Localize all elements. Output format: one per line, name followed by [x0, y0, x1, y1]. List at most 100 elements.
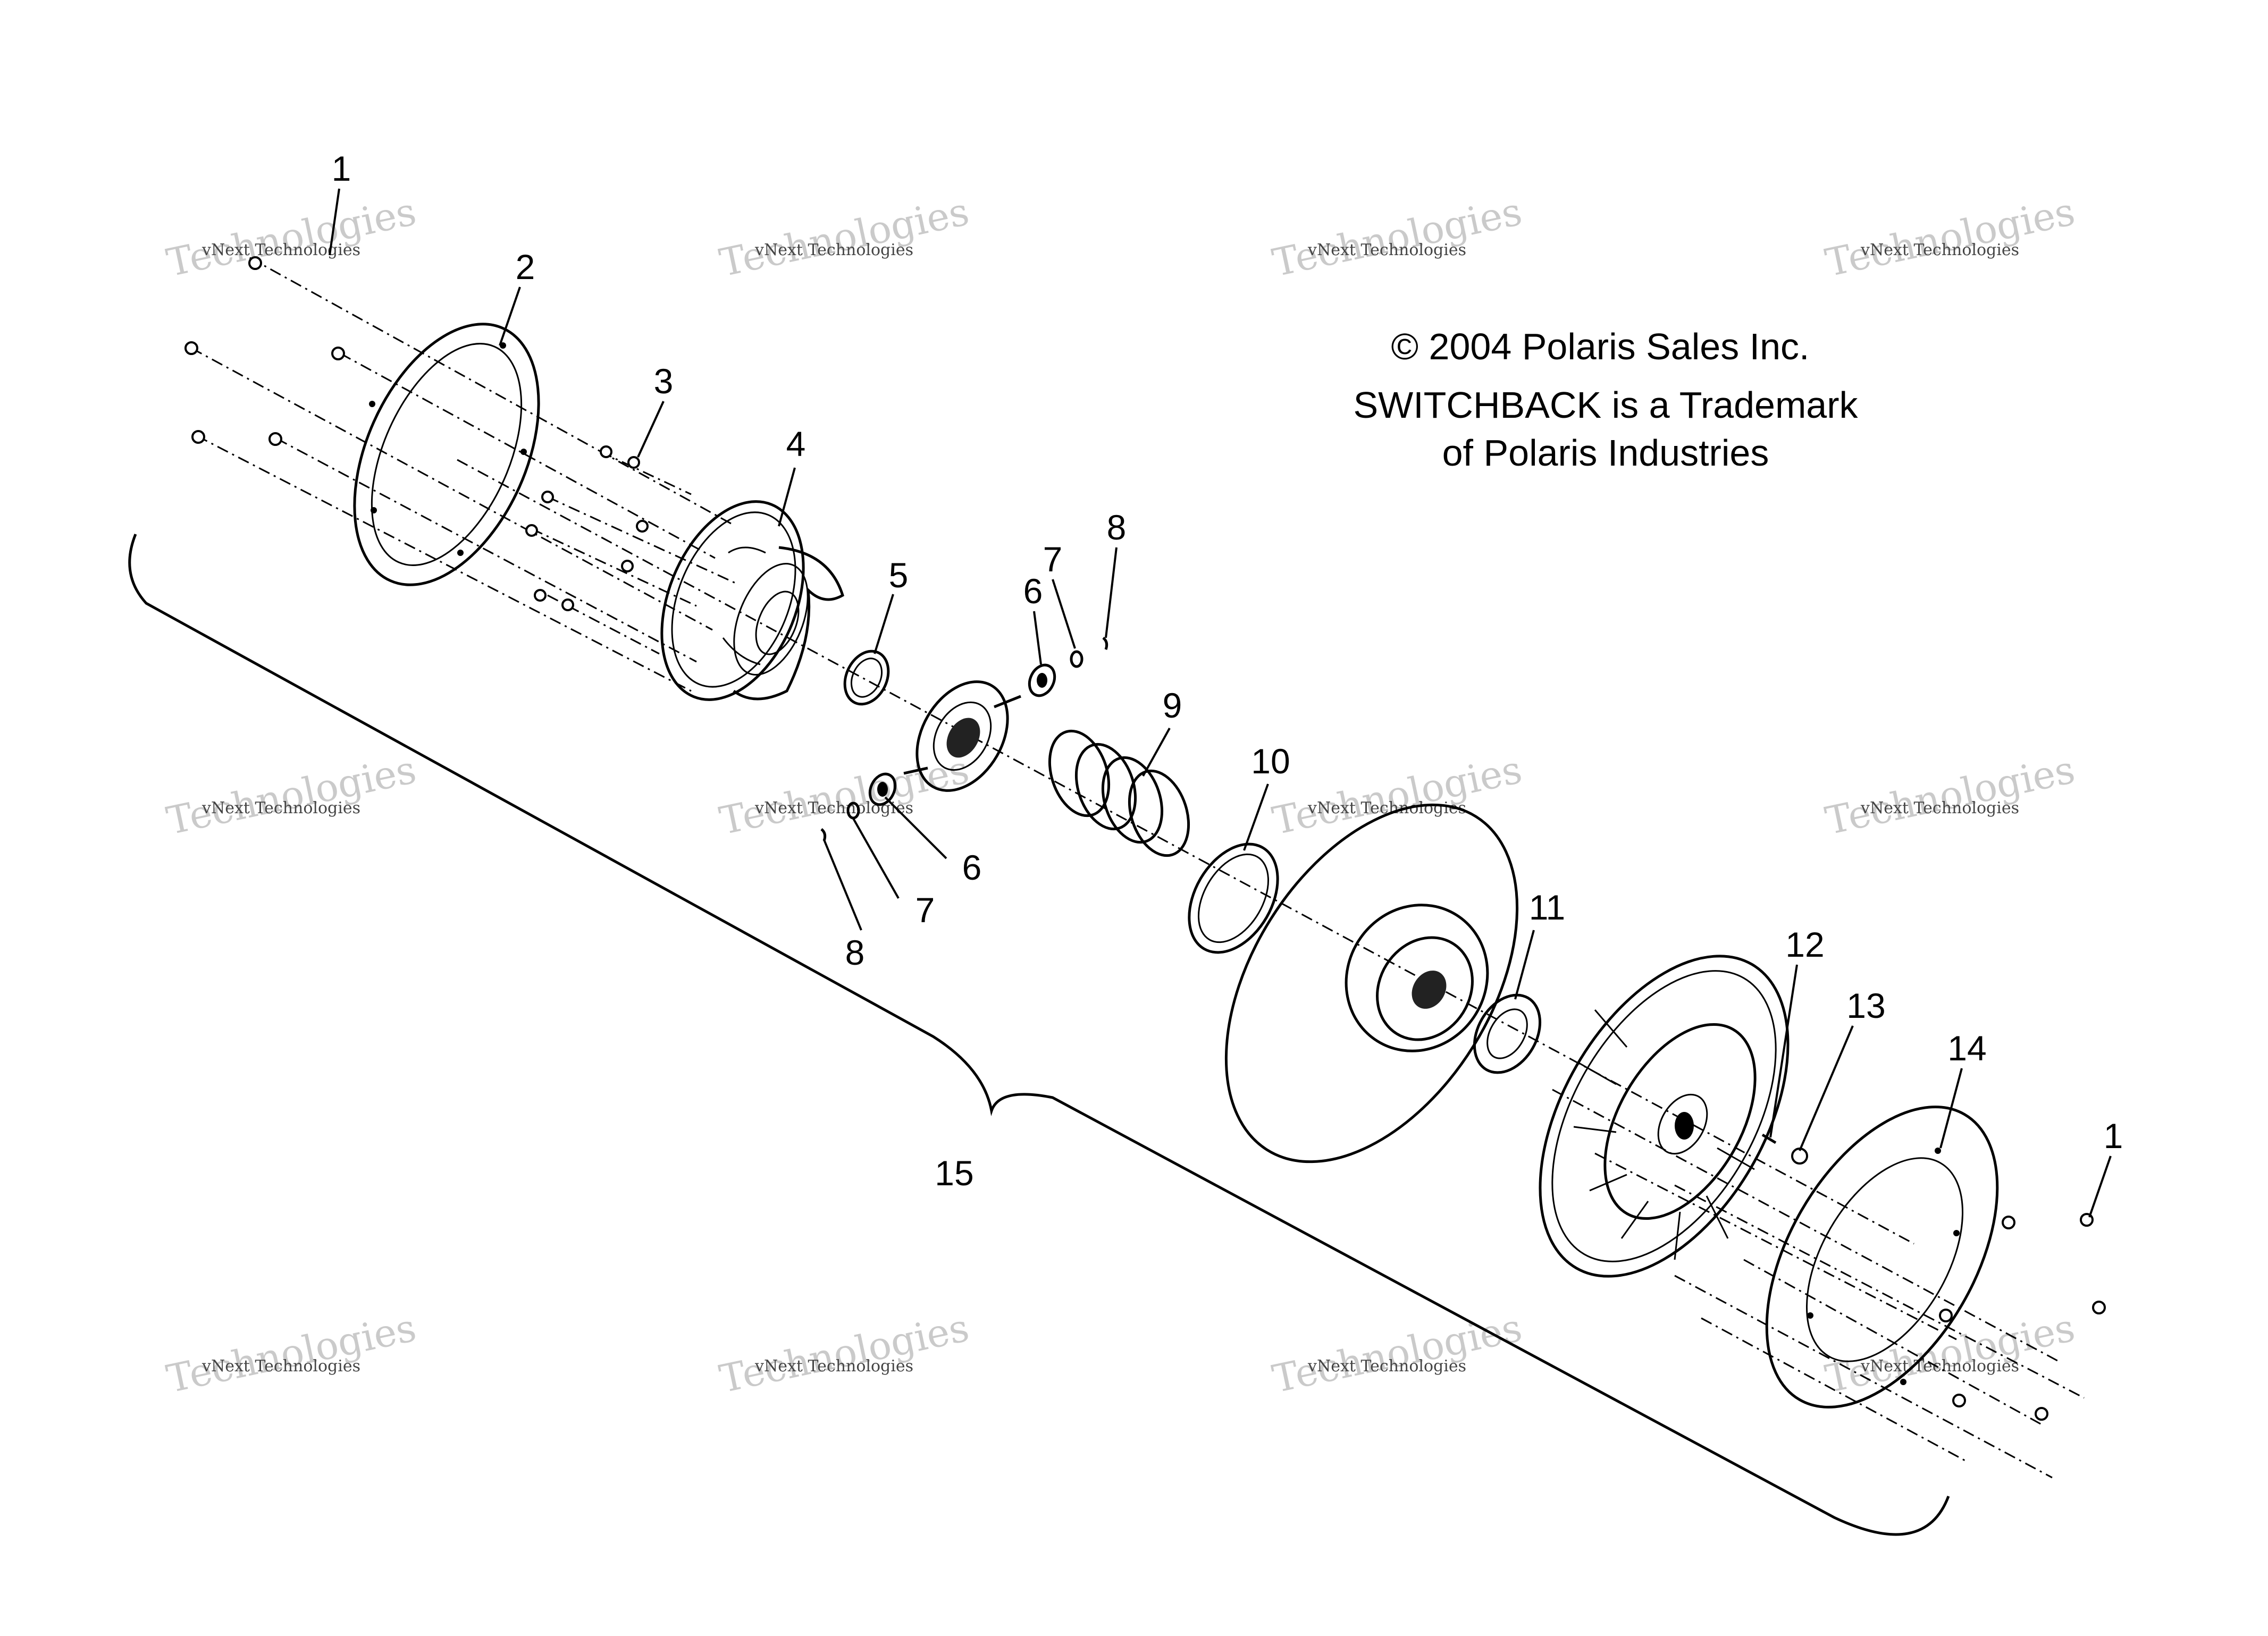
screw — [561, 598, 574, 611]
svg-text:vNext Technologies: vNext Technologies — [201, 799, 360, 817]
watermark: Technologies vNext Technologies — [1269, 747, 1526, 843]
svg-text:Technologies: Technologies — [716, 1305, 973, 1401]
bolt — [2002, 1216, 2015, 1229]
bolt — [268, 432, 282, 446]
callout-3: 3 — [654, 361, 674, 401]
callout-15: 15 — [935, 1153, 973, 1193]
movable-sheave — [1224, 803, 1519, 1163]
bolt — [248, 256, 262, 270]
cover-ring-right — [1765, 1106, 1999, 1409]
thrust-washer — [1473, 993, 1542, 1074]
spring — [1048, 729, 1190, 857]
callout-5: 5 — [889, 555, 909, 595]
watermark: Technologies vNext Technologies — [716, 747, 973, 843]
screw — [525, 524, 538, 537]
callouts: 1 2 3 4 5 6 7 8 9 10 6 7 8 11 12 13 14 1… — [332, 149, 2123, 1193]
callout-12: 12 — [1785, 925, 1824, 964]
watermark: Technologies vNext Technologies — [1269, 1305, 1526, 1401]
svg-text:Technologies: Technologies — [1269, 189, 1526, 285]
bolt — [331, 347, 345, 360]
clip-lower — [820, 828, 827, 841]
svg-text:Technologies: Technologies — [716, 747, 973, 843]
watermarks: Technologies vNext Technologies Technolo… — [163, 189, 2079, 1401]
clutch-housing — [660, 500, 844, 701]
callout-9: 9 — [1163, 686, 1182, 725]
screws-housing — [525, 445, 649, 611]
bolt — [2092, 1301, 2106, 1314]
svg-text:Technologies: Technologies — [163, 189, 420, 285]
copyright-text: © 2004 Polaris Sales Inc. — [1391, 326, 1810, 367]
roller-upper — [1028, 663, 1056, 697]
svg-text:vNext Technologies: vNext Technologies — [1860, 1357, 2019, 1376]
svg-text:vNext Technologies: vNext Technologies — [1860, 799, 2019, 817]
callout-8: 8 — [1107, 508, 1127, 547]
bolt — [184, 341, 198, 355]
screw — [627, 456, 640, 469]
seal-ring — [1188, 842, 1279, 954]
callout-10: 10 — [1251, 741, 1290, 781]
svg-text:Technologies: Technologies — [716, 189, 973, 285]
bolt — [191, 430, 205, 444]
screw — [600, 445, 612, 458]
bolts-right — [1939, 1213, 2106, 1421]
bolt — [2035, 1407, 2048, 1421]
assembly-lines — [191, 257, 2085, 1479]
assembly-brace — [128, 534, 1950, 1536]
callout-11: 11 — [1529, 888, 1566, 927]
svg-text:Technologies: Technologies — [163, 1305, 420, 1401]
bolts-left — [184, 256, 345, 446]
svg-text:vNext Technologies: vNext Technologies — [1860, 241, 2019, 259]
callout-2: 2 — [516, 247, 535, 286]
callout-7: 7 — [1043, 539, 1063, 579]
svg-text:Technologies: Technologies — [1821, 189, 2079, 285]
ribbed-sheave — [1539, 955, 1790, 1278]
svg-text:Technologies: Technologies — [163, 747, 420, 843]
screw — [636, 520, 649, 533]
svg-text:vNext Technologies: vNext Technologies — [201, 241, 360, 259]
svg-text:vNext Technologies: vNext Technologies — [754, 241, 913, 259]
pin — [1761, 1133, 1777, 1144]
roller-lower — [868, 772, 897, 806]
bolt — [1939, 1309, 1953, 1322]
nut — [1791, 1148, 1808, 1165]
callout-6: 6 — [1023, 571, 1043, 611]
screw — [621, 560, 634, 572]
cover-ring-left — [353, 323, 540, 586]
washer-upper — [1070, 650, 1083, 668]
svg-text:Technologies: Technologies — [1269, 1305, 1526, 1401]
watermark: Technologies vNext Technologies — [1269, 189, 1526, 285]
trademark-line-1: SWITCHBACK is a Trademark — [1353, 384, 1858, 426]
callout-6: 6 — [962, 848, 982, 887]
copyright-block: © 2004 Polaris Sales Inc. SWITCHBACK is … — [1353, 326, 1858, 474]
callout-7: 7 — [915, 890, 935, 930]
snap-ring — [843, 650, 890, 706]
watermark: Technologies vNext Technologies — [163, 747, 420, 843]
callout-13: 13 — [1846, 986, 1885, 1025]
watermark: Technologies vNext Technologies — [716, 1305, 973, 1401]
clip-upper — [1102, 637, 1108, 650]
spider-bearing — [903, 680, 1021, 792]
screw — [534, 589, 547, 602]
callout-1: 1 — [332, 149, 351, 188]
svg-text:vNext Technologies: vNext Technologies — [754, 1357, 913, 1376]
callout-14: 14 — [1947, 1028, 1986, 1068]
callout-8: 8 — [845, 933, 865, 972]
watermark: Technologies vNext Technologies — [1821, 747, 2079, 843]
svg-text:Technologies: Technologies — [1821, 747, 2079, 843]
watermark: Technologies vNext Technologies — [1821, 189, 2079, 285]
callout-4: 4 — [786, 424, 806, 463]
svg-text:vNext Technologies: vNext Technologies — [1307, 1357, 1466, 1376]
leader-lines — [329, 188, 2112, 1218]
screw — [541, 491, 554, 503]
washer-lower — [846, 802, 860, 820]
callout-1: 1 — [2104, 1116, 2123, 1156]
svg-text:vNext Technologies: vNext Technologies — [1307, 241, 1466, 259]
svg-text:vNext Technologies: vNext Technologies — [201, 1357, 360, 1376]
watermark: Technologies vNext Technologies — [716, 189, 973, 285]
trademark-line-2: of Polaris Industries — [1442, 432, 1769, 474]
bolt — [1952, 1394, 1966, 1407]
watermark: Technologies vNext Technologies — [163, 1305, 420, 1401]
svg-text:Technologies: Technologies — [1269, 747, 1526, 843]
